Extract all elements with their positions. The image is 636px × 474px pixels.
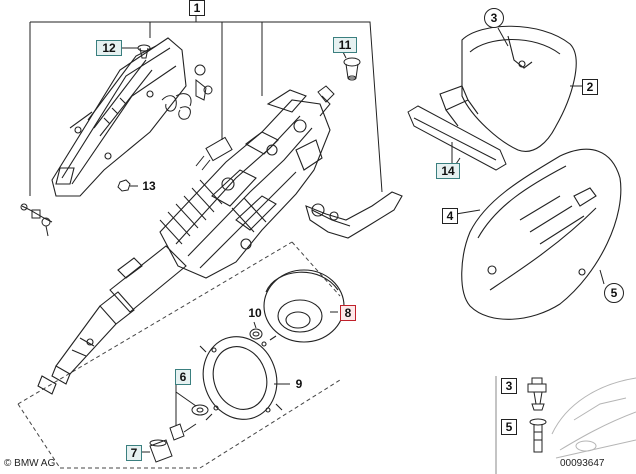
lower-steering-shaft (37, 245, 187, 395)
diagram-number: 00093647 (560, 458, 605, 469)
callout-2: 2 (582, 79, 598, 95)
callout-1-leader-lines (29, 12, 383, 196)
car-sketch (551, 377, 636, 459)
column-top-shaft (317, 85, 335, 117)
leader-lines (122, 45, 347, 453)
callout-6-leader-lines (175, 384, 197, 426)
part-3-upper-trim (439, 25, 577, 152)
callout-13: 13 (142, 179, 156, 193)
part-14-trim-strip (407, 105, 507, 171)
callout-5: 5 (604, 283, 624, 303)
electrical-connector (195, 136, 233, 171)
callout-12: 12 (96, 40, 122, 56)
legend-callout-5: 5 (501, 419, 517, 435)
callout-3: 3 (484, 8, 504, 28)
copyright-text: © BMW AG (4, 458, 56, 469)
part-10-ring (249, 328, 263, 340)
adjust-bolt-assembly (20, 203, 53, 237)
part-9-flange (199, 335, 283, 421)
callout-1: 1 (189, 0, 205, 16)
bolt-11 (343, 57, 361, 81)
legend-callout-3: 3 (501, 378, 517, 394)
legend-fasteners (527, 377, 547, 453)
callout-10: 10 (248, 306, 262, 320)
callout-7: 7 (126, 445, 142, 461)
adjustment-lever (305, 191, 403, 239)
upper-mounting-bracket (51, 37, 187, 197)
part-4-lower-trim (461, 148, 622, 320)
steering-column-body (159, 89, 331, 279)
part-7-sleeve (149, 439, 173, 463)
column-ribbed-section (159, 179, 223, 245)
callout-14: 14 (436, 163, 460, 179)
callout-9: 9 (295, 377, 303, 391)
part-8-cover (263, 269, 345, 343)
callout-6: 6 (175, 369, 191, 385)
lower-group-dashed-outline (17, 241, 341, 469)
callout-8: 8 (340, 305, 356, 321)
right-group-leader-lines (451, 27, 605, 285)
callout-4: 4 (442, 208, 458, 224)
clip-springs (161, 64, 213, 120)
callout-11: 11 (333, 37, 357, 53)
part-6-fasteners (169, 404, 209, 441)
nut-13 (117, 179, 131, 192)
